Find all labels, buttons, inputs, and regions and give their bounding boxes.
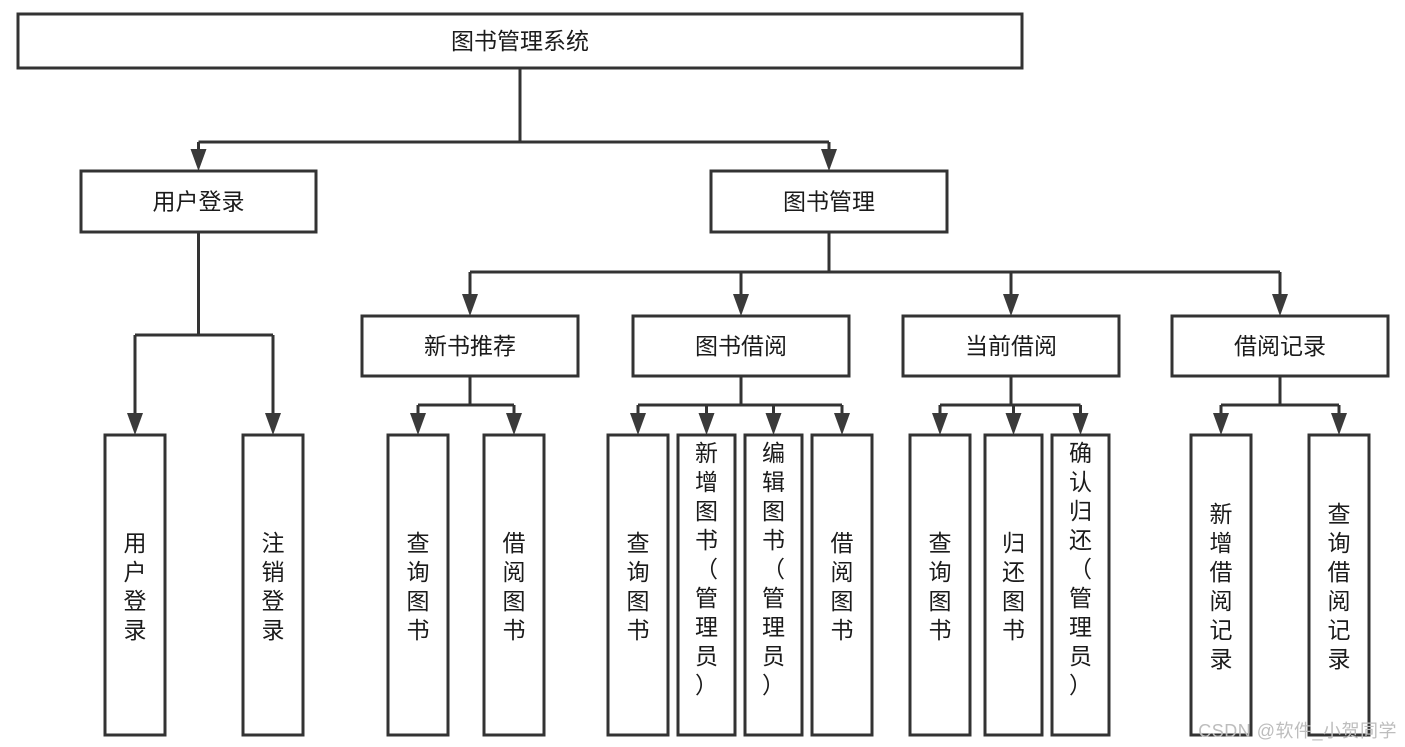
arrow-head-icon bbox=[1072, 413, 1089, 435]
node-borrow-record[interactable]: 借阅记录 bbox=[1170, 314, 1390, 378]
node-leaf-add-record[interactable]: 新增借阅记录 bbox=[1189, 433, 1253, 737]
arrow-head-icon bbox=[630, 413, 646, 435]
node-label-leaf-confirm-return: 确认归还（管理员） bbox=[1069, 440, 1092, 698]
node-leaf-return-book[interactable]: 归还图书 bbox=[983, 433, 1044, 737]
node-label-leaf-borrow-book-2: 借阅图书 bbox=[831, 530, 854, 643]
node-box-leaf-confirm-return bbox=[1050, 433, 1111, 737]
node-label-leaf-logout: 注销登录 bbox=[262, 530, 285, 643]
node-leaf-add-book[interactable]: 新增图书（管理员） bbox=[676, 433, 737, 737]
node-box-leaf-return-book bbox=[983, 433, 1044, 737]
node-box-leaf-edit-book bbox=[743, 433, 804, 737]
nodes-layer: 图书管理系统用户登录图书管理新书推荐图书借阅当前借阅借阅记录用户登录注销登录查询… bbox=[16, 12, 1390, 737]
arrow-head-icon bbox=[1003, 294, 1019, 316]
arrow-head-icon bbox=[932, 413, 948, 435]
node-box-new-book-rec bbox=[360, 314, 580, 378]
node-current-borrow[interactable]: 当前借阅 bbox=[901, 314, 1121, 378]
node-label-leaf-add-record: 新增借阅记录 bbox=[1210, 501, 1233, 672]
arrow-head-icon bbox=[821, 149, 837, 171]
node-box-leaf-query-book-3 bbox=[908, 433, 972, 737]
node-label-leaf-borrow-book-1: 借阅图书 bbox=[503, 530, 526, 643]
node-leaf-logout[interactable]: 注销登录 bbox=[241, 433, 305, 737]
node-box-book-borrow bbox=[631, 314, 851, 378]
node-box-leaf-add-record bbox=[1189, 433, 1253, 737]
node-label-borrow-record: 借阅记录 bbox=[1234, 333, 1326, 359]
edges-layer bbox=[127, 68, 1347, 435]
arrow-head-icon bbox=[698, 413, 715, 435]
node-box-book-manage bbox=[709, 169, 949, 234]
arrow-head-icon bbox=[265, 413, 281, 435]
node-leaf-borrow-book-2[interactable]: 借阅图书 bbox=[810, 433, 874, 737]
arrow-head-icon bbox=[834, 413, 850, 435]
arrow-head-icon bbox=[127, 413, 143, 435]
node-label-leaf-query-record: 查询借阅记录 bbox=[1328, 501, 1351, 672]
node-box-leaf-query-record bbox=[1307, 433, 1371, 737]
arrow-head-icon bbox=[1331, 413, 1347, 435]
node-book-borrow[interactable]: 图书借阅 bbox=[631, 314, 851, 378]
arrow-head-icon bbox=[410, 413, 426, 435]
node-leaf-query-record[interactable]: 查询借阅记录 bbox=[1307, 433, 1371, 737]
node-leaf-confirm-return[interactable]: 确认归还（管理员） bbox=[1050, 433, 1111, 737]
node-label-book-borrow: 图书借阅 bbox=[695, 333, 787, 359]
node-box-current-borrow bbox=[901, 314, 1121, 378]
node-box-borrow-record bbox=[1170, 314, 1390, 378]
arrow-head-icon bbox=[506, 413, 522, 435]
arrow-head-icon bbox=[1272, 294, 1288, 316]
node-new-book-rec[interactable]: 新书推荐 bbox=[360, 314, 580, 378]
arrow-head-icon bbox=[190, 149, 207, 171]
node-leaf-edit-book[interactable]: 编辑图书（管理员） bbox=[743, 433, 804, 737]
node-root[interactable]: 图书管理系统 bbox=[16, 12, 1024, 70]
node-box-leaf-borrow-book-2 bbox=[810, 433, 874, 737]
node-label-book-manage: 图书管理 bbox=[783, 189, 875, 215]
node-label-leaf-query-book-1: 查询图书 bbox=[407, 530, 430, 643]
node-leaf-user-login[interactable]: 用户登录 bbox=[103, 433, 167, 737]
node-box-leaf-query-book-2 bbox=[606, 433, 670, 737]
node-box-root bbox=[16, 12, 1024, 70]
node-book-manage[interactable]: 图书管理 bbox=[709, 169, 949, 234]
arrow-head-icon bbox=[765, 413, 782, 435]
node-label-leaf-user-login: 用户登录 bbox=[124, 530, 147, 643]
node-label-leaf-edit-book: 编辑图书（管理员） bbox=[762, 440, 785, 698]
node-label-user-login: 用户登录 bbox=[153, 189, 245, 215]
node-label-leaf-query-book-2: 查询图书 bbox=[627, 530, 650, 643]
node-label-leaf-return-book: 归还图书 bbox=[1002, 530, 1025, 643]
arrow-head-icon bbox=[1213, 413, 1229, 435]
node-label-current-borrow: 当前借阅 bbox=[965, 333, 1057, 359]
node-leaf-query-book-3[interactable]: 查询图书 bbox=[908, 433, 972, 737]
node-box-leaf-user-login bbox=[103, 433, 167, 737]
node-box-leaf-logout bbox=[241, 433, 305, 737]
arrow-head-icon bbox=[462, 294, 478, 316]
node-leaf-query-book-2[interactable]: 查询图书 bbox=[606, 433, 670, 737]
node-leaf-borrow-book-1[interactable]: 借阅图书 bbox=[482, 433, 546, 737]
node-box-user-login bbox=[79, 169, 318, 234]
arrow-head-icon bbox=[733, 294, 749, 316]
node-box-leaf-add-book bbox=[676, 433, 737, 737]
arrow-head-icon bbox=[1005, 413, 1022, 435]
node-box-leaf-borrow-book-1 bbox=[482, 433, 546, 737]
node-label-new-book-rec: 新书推荐 bbox=[424, 333, 516, 359]
node-user-login[interactable]: 用户登录 bbox=[79, 169, 318, 234]
node-label-leaf-query-book-3: 查询图书 bbox=[929, 530, 952, 643]
node-label-root: 图书管理系统 bbox=[451, 28, 589, 54]
node-box-leaf-query-book-1 bbox=[386, 433, 450, 737]
node-label-leaf-add-book: 新增图书（管理员） bbox=[695, 440, 718, 698]
node-leaf-query-book-1[interactable]: 查询图书 bbox=[386, 433, 450, 737]
